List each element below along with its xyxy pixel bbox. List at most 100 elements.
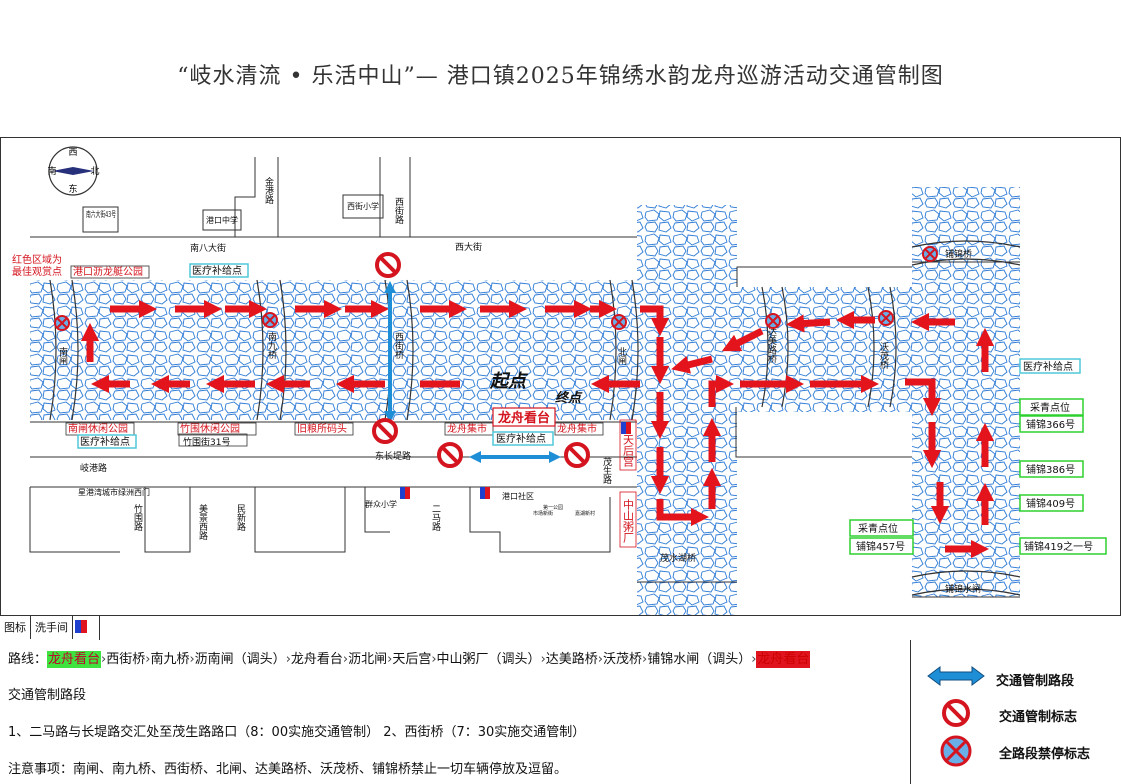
label-bridge-womao: 沃茂桥 [878,342,889,370]
label-zhongshan: 中山粥厂 [622,499,635,543]
viewing-stand-label: 龙舟看台 [498,410,550,426]
route-stop: 达美路桥 [545,652,598,667]
pujin-409: 铺锦409号 [1026,497,1075,510]
route-stop: 沥南闸（调头） [194,652,286,667]
pujin-366: 铺锦366号 [1026,418,1075,431]
route-separator: › [751,652,757,667]
label-gate-north: 北闸 [616,347,627,366]
compass-icon: 西 东 南 北 [47,146,100,196]
route-stop: 沃茂桥 [602,652,642,667]
label-xijie-school: 西街小学 [347,201,379,211]
route-separator: › [285,652,291,667]
icon-table-header: 图标 [0,616,31,639]
label-erma: 二马路 [430,504,441,532]
label-zhuwei-park: 竹围休闲公园 [180,422,240,435]
toilet-icon [73,616,100,640]
start-label: 起点 [489,371,529,392]
roads [29,157,1020,598]
traffic-map: 西 东 南 北 南六大街43号 港口中学 西街小学 群众小学 港口社区 市场新街… [0,137,1121,616]
pujin-419: 铺锦419之一号 [1024,540,1093,553]
medical-point-2: 医疗补给点 [80,435,130,448]
route-label: 路线： [8,652,48,667]
label-minxin: 民新路 [235,504,246,532]
label-bridge-xijie: 西街桥 [393,332,404,360]
route-stop: 龙舟看台 [756,651,811,668]
route-separator: › [189,652,195,667]
compass-west: 西 [68,147,77,158]
label-best-view-2: 最佳观赏点 [12,265,62,278]
pujin-457: 铺锦457号 [856,540,905,553]
label-gate-pujin: 铺锦水闸 [945,583,981,595]
control-arrows [384,281,561,463]
double-arrow-icon [927,666,985,686]
label-bridge-maoshui: 茂水湖桥 [660,552,696,564]
route-stop: 南九桥 [150,652,190,667]
label-maosheng: 茂生路 [601,456,612,485]
route-stop: 天后宫 [392,652,432,667]
route-separator: › [387,652,393,667]
route-separator: › [540,652,546,667]
caiqing-point-2: 采青点位 [858,522,898,535]
label-nanliu: 南六大街43号 [86,209,116,219]
end-label: 终点 [555,390,583,406]
no-entry-icon [942,699,970,727]
label-market-right: 龙舟集市 [557,422,597,435]
route-separator: › [342,652,349,667]
control-items: 1、二马路与长堤路交汇处至茂生路路口（8：00实施交通管制） 2、西街桥（7：3… [8,725,586,740]
label-tiny3: 嘉湖新村 [575,510,595,517]
no-entry-icon [372,252,590,468]
legend-label-1: 交通管制标志 [999,710,1078,725]
toilet-icon [400,422,631,499]
medical-point-3: 医疗补给点 [496,432,546,445]
route-separator: › [145,652,151,667]
route-separator: › [642,652,648,667]
label-gangkou-community: 港口社区 [502,491,534,501]
label-tiny2: 第一公园 [543,504,563,511]
label-bridge-pujin: 铺锦桥 [945,248,972,260]
icon-table: 图标 洗手间 [0,615,100,640]
label-xijie-road: 西街路 [393,197,404,225]
no-stopping-icon [940,735,972,767]
label-qunzhong-school: 群众小学 [365,499,397,509]
label-xida: 西大街 [455,241,482,253]
route-arrows [80,299,995,559]
label-market-left: 龙舟集市 [447,422,487,435]
compass-north: 北 [90,166,99,177]
label-qigang: 岐港路 [80,462,107,474]
label-best-view-1: 红色区域为 [12,253,62,266]
legend-label-0: 交通管制路段 [996,674,1075,689]
legend: 交通管制路段 交通管制标志 全路段禁停标志 [910,640,1121,784]
route-separator: › [431,652,437,667]
caiqing-point-1: 采青点位 [1030,401,1070,414]
label-nanzha-park: 南闸休闲公园 [68,422,128,435]
label-dongchangdi: 东长堤路 [375,450,411,462]
label-zhuwei-road: 竹围路 [132,503,143,532]
label-longting: 港口沥龙艇公园 [73,265,143,278]
page-title: “岐水清流 • 乐活中山”— 港口镇2025年锦绣水韵龙舟巡游活动交通管制图 [177,64,944,89]
label-zhuwei-street: 竹围街31号 [183,436,230,448]
label-tianhou: 天后宫 [622,434,635,468]
route-stop: 西街桥 [106,652,146,667]
label-bridge-nanjiu: 南九桥 [266,331,277,360]
route-stop: 铺锦水闸（调头） [647,652,752,667]
label-nanba: 南八大街 [190,242,226,254]
route-separator: › [597,652,603,667]
medical-point-4: 医疗补给点 [1023,360,1073,373]
legend-label-2: 全路段禁停标志 [999,747,1091,762]
route-separator: › [101,652,107,667]
label-jingang: 金港路 [263,176,274,205]
pujin-386: 铺锦386号 [1026,463,1075,476]
route-stop: 中山粥厂（调头） [436,652,541,667]
label-meijingxi: 美景西路 [197,503,208,541]
control-notes: 注意事项：南闸、南九桥、西街桥、北闸、达美路桥、沃茂桥、铺锦桥禁止一切车辆停放及… [8,762,568,777]
route-stops: 龙舟看台›西街桥›南九桥›沥南闸（调头）›龙舟看台›沥北闸›天后宫›中山粥厂（调… [47,651,811,668]
route-stop: 龙舟看台 [47,651,102,668]
icon-table-toilet: 洗手间 [31,616,73,639]
control-title: 交通管制路段 [8,688,87,703]
label-gangkou-school: 港口中学 [206,215,238,225]
label-tiny1: 市场新街 [533,510,553,517]
label-bridge-damei: 达美路桥 [766,326,777,364]
label-gate-south: 南闸 [57,346,68,366]
compass-south: 南 [47,165,56,177]
route-stop: 沥北闸 [348,652,388,667]
